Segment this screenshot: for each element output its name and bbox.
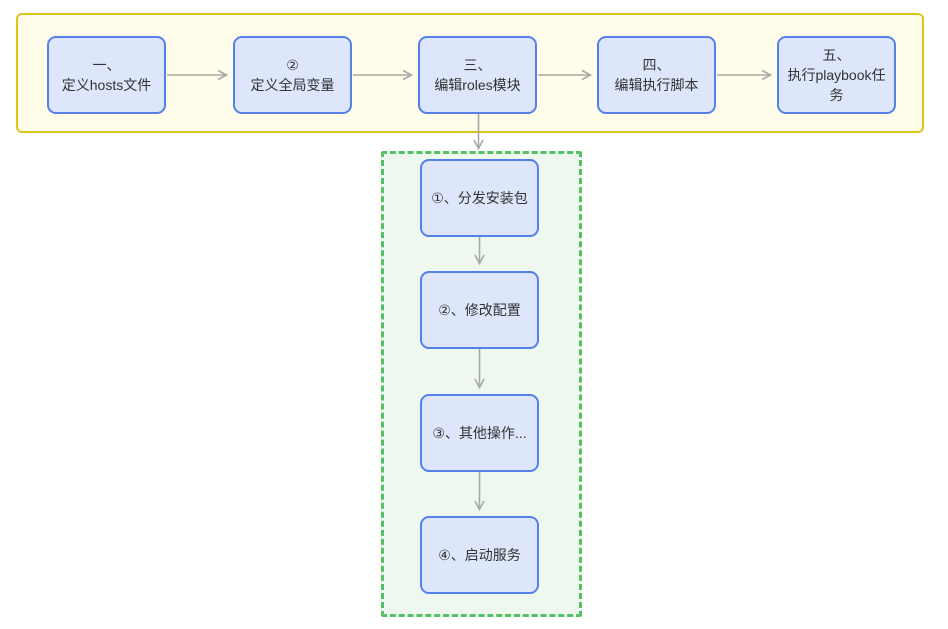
node-label: 三、 编辑roles模块 [434,57,521,93]
node-label: 四、 编辑执行脚本 [614,57,699,93]
node-define-hosts: 一、 定义hosts文件 [47,36,166,114]
node-label: ①、分发安装包 [431,190,528,206]
node-modify-config: ②、修改配置 [420,271,539,349]
node-start-service: ④、启动服务 [420,516,539,594]
node-run-playbook: 五、 执行playbook任务 [777,36,896,114]
node-edit-exec-script: 四、 编辑执行脚本 [597,36,716,114]
node-label: 一、 定义hosts文件 [61,57,152,93]
node-label: ③、其他操作... [432,425,527,441]
node-other-operations: ③、其他操作... [420,394,539,472]
node-label: ④、启动服务 [438,547,521,563]
node-distribute-package: ①、分发安装包 [420,159,539,237]
node-edit-roles: 三、 编辑roles模块 [418,36,537,114]
node-label: ② 定义全局变量 [250,57,335,93]
node-label: ②、修改配置 [438,302,521,318]
node-define-global-vars: ② 定义全局变量 [233,36,352,114]
node-label: 五、 执行playbook任务 [787,47,886,103]
